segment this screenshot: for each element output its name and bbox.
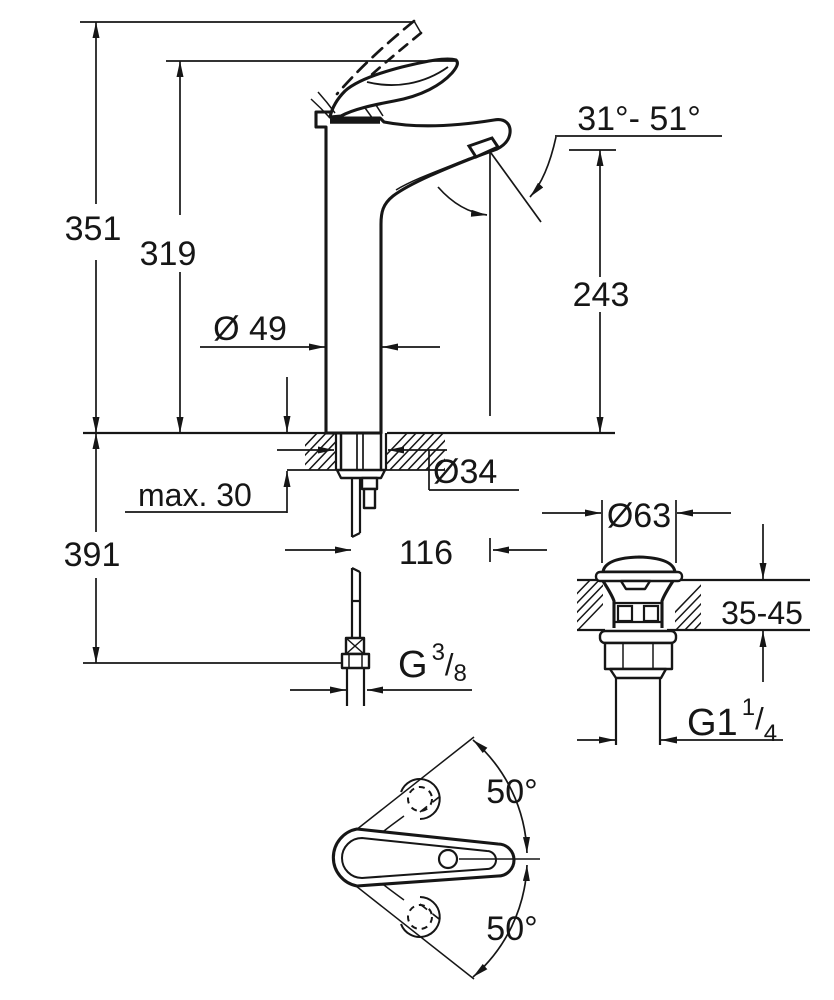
waste-hex-nut-facets [622, 643, 654, 669]
swing-line-upper [355, 736, 475, 831]
waste-cap-dome [601, 555, 677, 574]
deck-thickness-dimension: max. 30 [125, 377, 291, 513]
swing-upper-label: 50° [486, 773, 537, 811]
handle-plan-inner-line [341, 836, 497, 880]
deck-hole-edges [334, 433, 388, 470]
handle-plan-button [437, 848, 459, 870]
handle-height-label: 319 [140, 235, 197, 273]
hole-diameter-dimension: Ø34 [277, 446, 519, 491]
threaded-shank [339, 433, 383, 470]
mounting-nut-lower [362, 487, 377, 510]
spray-direction-line [490, 152, 542, 223]
waste-tailpipe [614, 678, 662, 745]
waste-slot-right [642, 604, 660, 623]
body-diameter-dimension: Ø 49 [200, 310, 440, 351]
ghost-button-lower [407, 904, 433, 930]
hose-crimp-cross [345, 637, 365, 655]
ghost-end-outline-lower [400, 896, 441, 938]
waste-deck-range-dimension: 35-45 [721, 524, 803, 682]
lever-handle-inner-line [366, 66, 449, 87]
below-deck-length-label: 391 [64, 536, 121, 574]
flex-hose-upper [350, 478, 362, 538]
spray-angle-label: 31°- 51° [577, 100, 701, 138]
hole-diameter-label: Ø34 [433, 453, 497, 491]
waste-taper [608, 667, 668, 680]
total-height-label: 351 [65, 210, 122, 248]
flex-hose-lower [350, 567, 362, 638]
faucet-body-group [310, 19, 512, 435]
mounting-nut-step [360, 476, 379, 491]
hole-diameter-leader [428, 450, 519, 491]
ghost-button-upper [407, 786, 433, 812]
swing-arc-lower [472, 864, 530, 978]
lever-handle [328, 57, 459, 119]
waste-hatch-right [675, 584, 701, 630]
hose-tail-tube [345, 668, 366, 706]
outlet-height-label: 243 [573, 276, 630, 314]
waste-push-button [619, 579, 652, 591]
waste-body-sides [601, 580, 675, 628]
aerator [466, 136, 501, 159]
waste-hatch-left [577, 580, 603, 630]
deck-thickness-label: max. 30 [138, 477, 252, 513]
mounting-nut-flange [335, 468, 387, 480]
ghost-end-outline-upper [400, 778, 441, 820]
spout-inner-line [395, 157, 471, 191]
waste-hex-nut [603, 641, 674, 671]
waste-cap-lip [594, 570, 684, 583]
projection-dimension: 116 [285, 534, 547, 572]
hose-end-nut-facets [348, 654, 363, 668]
waste-deck-range-label: 35-45 [721, 595, 803, 631]
handle-swing-plan-view: 50° 50° [331, 736, 540, 980]
spray-angle-annotation: 31°- 51° [437, 100, 722, 416]
pull-rod [356, 433, 364, 470]
waste-cap-diameter-dimension: Ø63 [542, 497, 731, 563]
swing-arc-upper [472, 739, 530, 854]
handle-swing-arc-marks [310, 91, 336, 119]
waste-cap-diameter-label: Ø63 [607, 497, 671, 535]
angle-arc-left [437, 186, 488, 217]
hose-end-nut [340, 652, 371, 670]
body-diameter-label: Ø 49 [213, 310, 287, 348]
shank-hole-blank [337, 434, 385, 469]
faucet-shank-and-supply [334, 433, 388, 706]
outlet-projection-label: 116 [399, 534, 453, 572]
faucet-body-and-spout [314, 110, 512, 435]
waste-washer [598, 629, 678, 645]
swing-line-lower [355, 885, 475, 980]
waste-slot-left [616, 604, 634, 623]
height-dimensions: 351 319 243 391 [64, 21, 630, 664]
angle-arc-right [529, 136, 557, 198]
swing-lower-label: 50° [486, 910, 537, 948]
lever-handle-raised-ghost [310, 19, 423, 119]
